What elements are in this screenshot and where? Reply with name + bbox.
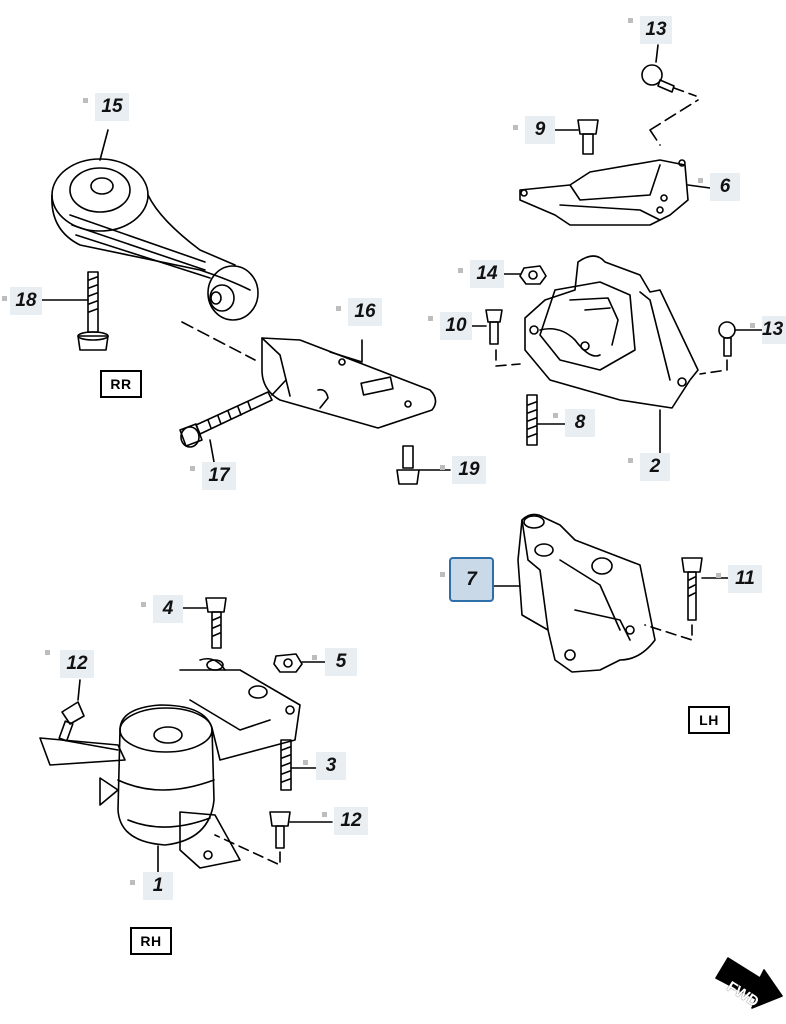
callout-part-13-top[interactable]: 13 <box>640 16 672 44</box>
callout-dot <box>130 880 135 885</box>
bracket-part-6 <box>519 99 711 226</box>
callout-dot <box>750 323 755 328</box>
callout-part-7-selected[interactable]: 7 <box>449 557 494 602</box>
callout-part-17[interactable]: 17 <box>202 462 236 490</box>
callout-part-16[interactable]: 16 <box>348 298 382 326</box>
bolt-part-9 <box>554 119 599 155</box>
callout-dot <box>312 655 317 660</box>
bolt-part-13-side <box>699 321 763 375</box>
callout-dot <box>716 573 721 578</box>
fwd-arrow-icon <box>715 957 783 1009</box>
callout-part-4[interactable]: 4 <box>153 595 183 623</box>
callout-dot <box>698 178 703 183</box>
bracket-part-16 <box>261 337 437 429</box>
callout-dot <box>190 466 195 471</box>
rr-label: RR <box>100 370 142 398</box>
callout-part-12-left[interactable]: 12 <box>60 650 94 678</box>
bolt-part-10 <box>465 309 521 367</box>
callout-part-9[interactable]: 9 <box>525 116 555 144</box>
bolt-part-4 <box>182 597 227 649</box>
bolt-part-18 <box>41 271 109 351</box>
callout-dot <box>628 18 633 23</box>
lh-label: LH <box>688 706 730 734</box>
callout-dot <box>458 268 463 273</box>
callout-part-3[interactable]: 3 <box>316 752 346 780</box>
callout-part-6[interactable]: 6 <box>710 173 740 201</box>
callout-part-19[interactable]: 19 <box>452 456 486 484</box>
callout-dot <box>513 125 518 130</box>
callout-dot <box>303 760 308 765</box>
callout-part-11[interactable]: 11 <box>728 565 762 593</box>
callout-part-8[interactable]: 8 <box>565 409 595 437</box>
callout-dot <box>141 602 146 607</box>
callout-part-12-right[interactable]: 12 <box>334 807 368 835</box>
bolt-part-12-left <box>58 679 85 742</box>
callout-dot <box>45 650 50 655</box>
callout-part-14[interactable]: 14 <box>470 260 504 288</box>
callout-part-18[interactable]: 18 <box>10 287 42 315</box>
callout-part-1[interactable]: 1 <box>143 872 173 900</box>
callout-dot <box>628 458 633 463</box>
callout-dot <box>440 572 445 577</box>
stud-part-3 <box>280 739 317 791</box>
callout-dot <box>553 413 558 418</box>
callout-dot <box>2 296 7 301</box>
nut-part-14 <box>503 265 547 285</box>
callout-part-15[interactable]: 15 <box>95 93 129 121</box>
callout-part-10[interactable]: 10 <box>440 312 472 340</box>
callout-dot <box>322 812 327 817</box>
bolt-part-13-top <box>641 44 697 97</box>
bolt-part-17 <box>179 379 287 463</box>
bolt-part-19 <box>396 445 451 485</box>
callout-dot <box>83 98 88 103</box>
bolt-part-11 <box>644 557 729 641</box>
mount-part-1 <box>39 657 301 877</box>
bracket-part-7 <box>493 513 656 673</box>
callout-part-13-side[interactable]: 13 <box>762 316 786 344</box>
nut-part-5 <box>273 653 326 673</box>
stud-part-8 <box>526 394 566 446</box>
callout-part-5[interactable]: 5 <box>325 648 357 676</box>
rh-label: RH <box>130 927 172 955</box>
callout-part-2[interactable]: 2 <box>640 453 670 481</box>
mount-part-2 <box>524 255 699 461</box>
torque-rod-part-15 <box>51 129 259 321</box>
bolt-part-12-right <box>214 811 333 866</box>
callout-dot <box>428 316 433 321</box>
callout-dot <box>336 306 341 311</box>
callout-dot <box>440 465 445 470</box>
